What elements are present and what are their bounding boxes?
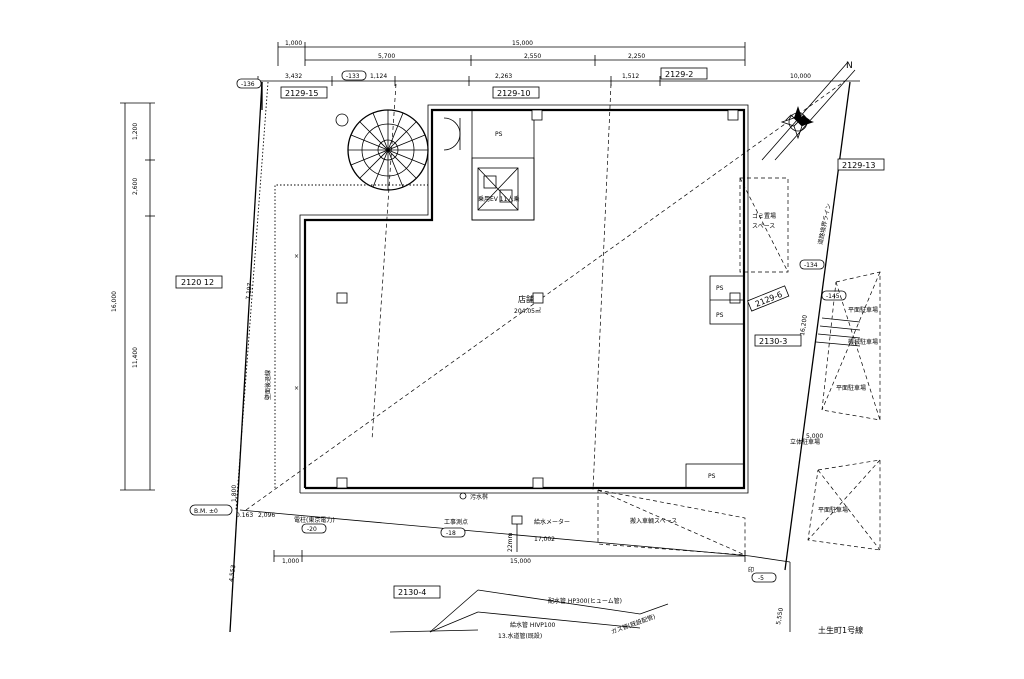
dim-top-1000: 1,000 bbox=[285, 40, 302, 47]
dim-top-1124: 1,124 bbox=[370, 73, 387, 80]
trash-label: ゴミ置場 bbox=[752, 212, 776, 220]
dim-top-3432: 3,432 bbox=[285, 73, 302, 80]
trash-space bbox=[739, 177, 789, 273]
park3-label: 平面駐車場 bbox=[836, 384, 866, 392]
lot-2129-2: 2129-2 bbox=[665, 70, 693, 79]
park5-label: 平面駐車場 bbox=[818, 506, 848, 514]
lot-2130-3: 2130-3 bbox=[759, 337, 787, 346]
bottom-dimension-lines bbox=[273, 550, 746, 562]
elevator-label: 乗用EV 11人乗 bbox=[478, 196, 519, 203]
dim-b-2096: 2,096 bbox=[258, 512, 275, 519]
dim-left-2600: 2,600 bbox=[132, 178, 139, 195]
dim-left-7197: 7,197 bbox=[245, 282, 254, 300]
lot-2129-6-box bbox=[747, 285, 790, 312]
mark-label: 印 bbox=[748, 567, 754, 574]
sewer-label: 污水桝 bbox=[470, 493, 488, 501]
dim-b-1800: 1,800 bbox=[231, 485, 238, 502]
loading-label: 搬入車輌スペース bbox=[630, 517, 677, 525]
wall-setback-line-left bbox=[235, 81, 269, 511]
bm-label: B.M. ±0 bbox=[194, 508, 218, 515]
park2-label: 機械駐車場 bbox=[848, 338, 878, 346]
lot-2120-12: 2120 12 bbox=[181, 278, 214, 287]
dim-top-2263: 2,263 bbox=[495, 73, 512, 80]
dim-b-0163: 0.163 bbox=[236, 512, 253, 519]
pipe3-label: 13.水道管(既設) bbox=[498, 632, 542, 640]
store-label: 店舗 bbox=[518, 294, 534, 304]
marker-x1: × bbox=[294, 253, 299, 260]
lot-2129-10: 2129-10 bbox=[497, 89, 530, 98]
door-swings bbox=[443, 117, 461, 151]
survey-line-1 bbox=[371, 83, 397, 441]
left-dimension-lines bbox=[120, 102, 155, 491]
dim-b-4553: 4,553 bbox=[228, 564, 237, 582]
store-area: 204.05㎡ bbox=[514, 307, 541, 315]
pipe1-label: 配水管 HP300(ヒューム管) bbox=[548, 597, 622, 605]
benchmark-markers bbox=[236, 70, 847, 583]
marker-5: -5 bbox=[758, 575, 764, 582]
bm-box bbox=[189, 504, 233, 516]
lot-2130-4: 2130-4 bbox=[398, 588, 426, 597]
dim-left-11400: 11,400 bbox=[132, 347, 139, 368]
ps-label-4: PS bbox=[708, 473, 716, 480]
marker-133: -133 bbox=[346, 73, 360, 80]
loading-area bbox=[597, 489, 746, 556]
dim-top-2250: 2,250 bbox=[628, 53, 645, 60]
dim-left-16000: 16,000 bbox=[111, 291, 118, 312]
ps-label-3: PS bbox=[716, 312, 724, 319]
dim-r-5000: 5,000 bbox=[806, 433, 823, 440]
ps-label-2: PS bbox=[716, 285, 724, 292]
dim-top-5700: 5,700 bbox=[378, 53, 395, 60]
top-dimension-lines bbox=[257, 42, 860, 86]
ps-box-bottom bbox=[685, 463, 745, 489]
park1-label: 平面駐車場 bbox=[848, 306, 878, 314]
gas-label: ガス管(既設配管) bbox=[610, 612, 657, 635]
dim-left-1200: 1,200 bbox=[132, 123, 139, 140]
right-parking bbox=[807, 271, 881, 551]
dim-r-16200: 16,200 bbox=[799, 314, 809, 336]
structural-columns bbox=[336, 109, 741, 489]
marker-18: -18 bbox=[446, 530, 456, 537]
dim-b-17002: 17,002 bbox=[534, 536, 555, 543]
compass-icon: N bbox=[761, 61, 856, 161]
sewer-icon bbox=[459, 492, 467, 500]
meter-label: 給水メーター bbox=[534, 518, 570, 526]
pipe2-label: 給水管 HIVP100 bbox=[510, 621, 556, 629]
marker-134: -134 bbox=[804, 262, 818, 269]
pipes bbox=[389, 589, 669, 633]
dim-b-5550: 5,550 bbox=[775, 607, 785, 625]
site-boundary bbox=[229, 80, 851, 633]
lot-labels bbox=[175, 67, 885, 599]
dim-b-1000: 1,000 bbox=[282, 558, 299, 565]
dim-top-1512: 1,512 bbox=[622, 73, 639, 80]
boundary-label: 道路境界ライン bbox=[816, 203, 833, 246]
pipe-dim-label: 22mm bbox=[507, 533, 514, 552]
lot-2129-15: 2129-15 bbox=[285, 89, 318, 98]
road-label: 土生町1号線 bbox=[818, 625, 863, 635]
svg-text:N: N bbox=[846, 61, 853, 71]
dim-top-10000: 10,000 bbox=[790, 73, 811, 80]
core-block bbox=[471, 109, 535, 221]
marker-20: -20 bbox=[307, 526, 317, 533]
survey-label: 工事測点 bbox=[444, 518, 468, 526]
ps-label-1: PS bbox=[495, 131, 503, 138]
trash-sub-label: スペース bbox=[752, 223, 775, 230]
dim-top-15000: 15,000 bbox=[512, 40, 533, 47]
marker-x2: × bbox=[294, 385, 299, 392]
marker-145: -145 bbox=[826, 293, 840, 300]
park4-label: 立体駐車場 bbox=[790, 438, 820, 446]
pole-label: 電柱(東京電力) bbox=[294, 516, 335, 524]
spiral-stair bbox=[347, 109, 429, 191]
wall-setback-label: 壁面後退線 bbox=[264, 370, 272, 400]
survey-line-2 bbox=[592, 83, 612, 491]
lot-2129-13: 2129-13 bbox=[842, 161, 875, 170]
dim-top-2550: 2,550 bbox=[524, 53, 541, 60]
marker-136: -136 bbox=[241, 81, 255, 88]
tree-mark bbox=[335, 113, 349, 127]
dim-b-15000: 15,000 bbox=[510, 558, 531, 565]
meter-icon bbox=[511, 515, 523, 525]
